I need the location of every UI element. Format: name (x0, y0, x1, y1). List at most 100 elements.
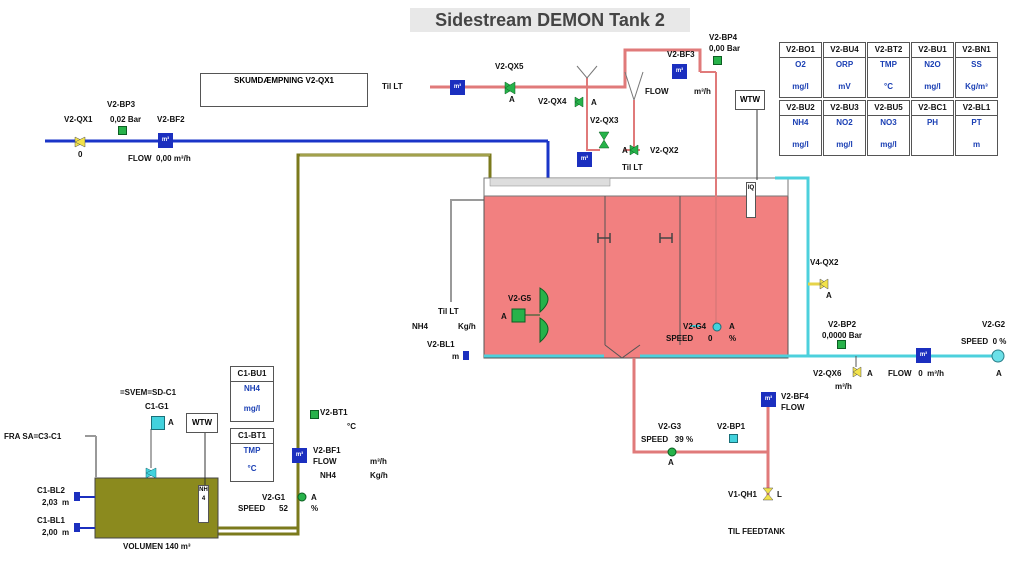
bf3-flowmeter-icon[interactable]: m³ (672, 64, 687, 79)
valve-qx3-icon (598, 131, 610, 149)
valve-qh1-icon (762, 487, 774, 501)
bp3-value: 0,02 Bar (110, 115, 142, 124)
bf1-nh4: NH4 (320, 471, 337, 480)
til-lt-top-label: Til LT (382, 82, 403, 91)
bf2-flowmeter-icon[interactable]: m³ (158, 133, 173, 148)
instrument-param: SS (971, 60, 982, 69)
c1bl1-value: 2,00 m (42, 528, 70, 537)
instrument-unit: mg/l (880, 140, 897, 149)
c1bl1-level-icon[interactable] (74, 523, 80, 532)
qx3-label: V2-QX3 (590, 116, 619, 125)
bp1-label: V2-BP1 (717, 422, 746, 431)
instrument-id: V2-BC1 (912, 101, 953, 116)
valve-qx5-icon (504, 81, 516, 95)
instrument-id: V2-BN1 (956, 43, 997, 58)
red-left-drop (586, 78, 600, 151)
instrument-param: NO3 (880, 118, 897, 127)
c1bl2-label: C1-BL2 (37, 486, 66, 495)
qx3-flowmeter-icon[interactable]: m³ (577, 152, 592, 167)
bt1-indicator[interactable] (310, 410, 319, 419)
valve-qx4-icon (574, 96, 584, 108)
til-feedtank-label: TIL FEEDTANK (728, 527, 786, 536)
flow-top-value: FLOW 0,00 m³/h (128, 154, 191, 163)
skum-label: SKUMDÆMPNING V2-QX1 (233, 76, 334, 85)
c1g1-label: C1-G1 (145, 402, 169, 411)
instrument-unit: mg/l (836, 140, 853, 149)
c1g1-a: A (168, 418, 174, 427)
bl1-level-icon[interactable] (463, 351, 469, 360)
instrument-param: TMP (880, 60, 897, 69)
svem-label: =SVEM=SD-C1 (120, 388, 177, 397)
g4-speed: SPEED (666, 334, 694, 343)
c1-bt1-box[interactable]: C1-BT1 TMP °C (230, 428, 274, 482)
valve-c1-icon (145, 467, 157, 479)
instrument-id: V2-BO1 (780, 43, 821, 58)
nh4-sensor: NH4 (198, 485, 209, 523)
valve-v4qx2-icon (819, 278, 829, 290)
nh4-left-label: NH4 (412, 322, 429, 331)
instrument-unit: mg/l (792, 82, 809, 91)
instrument-param: NO2 (836, 118, 853, 127)
bt1-label: V2-BT1 (320, 408, 348, 417)
g2-a: A (996, 369, 1002, 378)
wtw-box-c1[interactable]: WTW (186, 413, 218, 433)
instrument-unit: mg/l (792, 140, 809, 149)
c1bl2-level-icon[interactable] (74, 492, 80, 501)
bp2-label: V2-BP2 (828, 320, 857, 329)
bf4-flow: FLOW (781, 403, 805, 412)
instrument-param: PT (971, 118, 982, 127)
instrument-id: V2-BU2 (780, 101, 821, 116)
til-lt-flowmeter-icon[interactable]: m³ (450, 80, 465, 95)
valve-qx2-icon (629, 144, 639, 156)
instrument-unit: m (972, 140, 981, 149)
qh1-l: L (777, 490, 782, 499)
bp4-indicator[interactable] (713, 56, 722, 65)
wtw-box-tank[interactable]: WTW (735, 90, 765, 110)
qx4-label: V2-QX4 (538, 97, 567, 106)
skumdaempning-box[interactable]: SKUMDÆMPNING V2-QX1 (200, 73, 368, 107)
volumen-label: VOLUMEN 140 m³ (123, 542, 191, 551)
bf1-flowmeter-icon[interactable]: m³ (292, 448, 307, 463)
til-lt-mid-label: Til LT (622, 163, 643, 172)
g5-label: V2-G5 (508, 294, 532, 303)
g1-label: V2-G1 (262, 493, 286, 502)
g4-unit: % (729, 334, 737, 343)
valve-qx6-icon (852, 366, 862, 378)
c1-bu1-id: C1-BU1 (231, 367, 273, 382)
reactor-tank (483, 195, 789, 359)
bp1-indicator[interactable] (729, 434, 738, 443)
g5-a: A (501, 312, 507, 321)
qx4-a: A (591, 98, 597, 107)
kgh-left-label: Kg/h (458, 322, 476, 331)
instrument-unit (912, 138, 953, 152)
g1-a: A (311, 493, 317, 502)
bl1-unit: m (452, 352, 460, 361)
g3-a: A (668, 458, 674, 467)
c1g1-mixer-icon[interactable] (151, 416, 165, 430)
c1-bu1-box[interactable]: C1-BU1 NH4 mg/l (230, 366, 274, 422)
qx6-unit: m³/h (835, 382, 852, 391)
bf4-flowmeter-icon[interactable]: m³ (761, 392, 776, 407)
til-lt-left-label: Til LT (438, 307, 459, 316)
instrument-param: O2 (795, 60, 806, 69)
bp4-label: V2-BP4 (709, 33, 738, 42)
g2-flowmeter-icon[interactable]: m³ (916, 348, 931, 363)
g2-pump-icon (991, 349, 1005, 363)
instrument-id: V2-BU5 (868, 101, 909, 116)
bp3-indicator[interactable] (118, 126, 127, 135)
bf2-label: V2-BF2 (157, 115, 185, 124)
c1-bu1-param: NH4 (243, 384, 260, 393)
c1-bt1-param: TMP (243, 446, 261, 455)
bp2-indicator[interactable] (837, 340, 846, 349)
